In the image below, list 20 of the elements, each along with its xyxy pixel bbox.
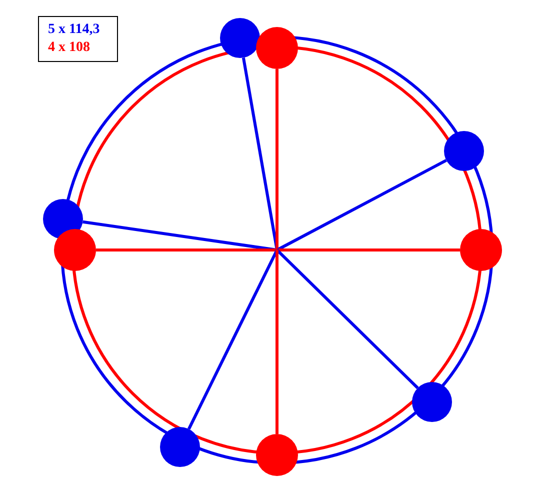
bolt-hole-dot: [43, 199, 83, 239]
pattern-label: 5 x 114,3: [48, 21, 100, 39]
bolt-hole-dot: [160, 427, 200, 467]
bolt-hole-dot: [256, 434, 298, 476]
spoke-line: [82, 220, 278, 252]
bolt-hole-dot: [256, 27, 298, 69]
spoke-line: [242, 57, 278, 250]
bolt-hole-dot: [460, 229, 502, 271]
spoke-line: [276, 69, 278, 250]
spoke-line: [276, 159, 448, 252]
bolt-hole-dot: [412, 382, 452, 422]
bolt-hole-dot: [54, 229, 96, 271]
spoke-line: [277, 248, 460, 252]
spoke-line: [96, 248, 277, 252]
bolt-hole-dot: [220, 18, 260, 58]
pattern-label: 4 x 108: [48, 39, 90, 57]
spoke-line: [187, 249, 278, 430]
spoke-line: [276, 248, 419, 390]
bolt-hole-dot: [444, 131, 484, 171]
spoke-line: [276, 250, 278, 434]
